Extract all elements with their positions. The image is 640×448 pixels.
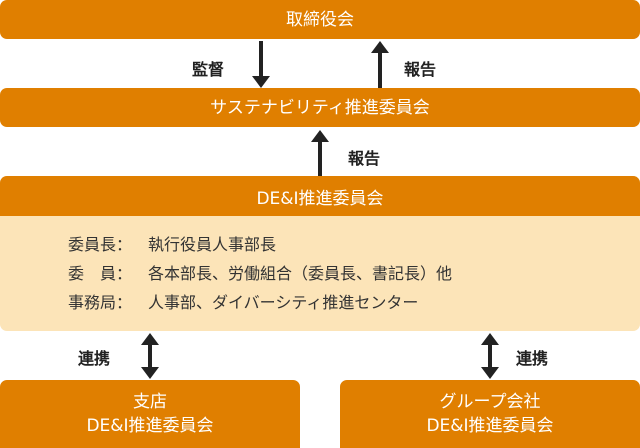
board-label: 取締役会 <box>286 9 354 30</box>
collab-arrow-left <box>141 333 159 379</box>
collab-label-right: 連携 <box>516 349 549 368</box>
group-line2: DE&I推進委員会 <box>426 416 554 436</box>
sustainability-label: サステナビリティ推進委員会 <box>210 97 430 118</box>
chair-row: 委員長： 執行役員人事部長 <box>68 230 640 259</box>
branch-committee-box: 支店 DE&I推進委員会 <box>0 380 300 448</box>
collab-arrow-right <box>481 333 499 379</box>
report-arrow-up <box>371 41 389 88</box>
branch-line1: 支店 <box>133 392 167 412</box>
report-label-2: 報告 <box>348 149 381 168</box>
dei-committee-box: DE&I推進委員会 委員長： 執行役員人事部長 委 員： 各本部長、労働組合（委員長… <box>0 176 640 331</box>
members-row: 委 員： 各本部長、労働組合（委員長、書記長）他 <box>68 259 640 288</box>
collab-label-left: 連携 <box>78 349 111 368</box>
group-line1: グループ会社 <box>439 392 541 412</box>
dei-committee-title: DE&I推進委員会 <box>0 176 640 216</box>
row-value: 執行役員人事部長 <box>148 235 277 254</box>
report-arrow-up-2 <box>311 130 329 176</box>
row-value: 各本部長、労働組合（委員長、書記長）他 <box>148 264 453 283</box>
row-key: 委員長： <box>68 235 133 254</box>
report-label-1: 報告 <box>404 60 437 79</box>
row-value: 人事部、ダイバーシティ推進センター <box>148 293 419 312</box>
group-company-committee-box: グループ会社 DE&I推進委員会 <box>340 380 640 448</box>
supervision-arrow-down <box>252 41 270 88</box>
sustainability-committee-box: サステナビリティ推進委員会 <box>0 88 640 127</box>
branch-line2: DE&I推進委員会 <box>86 416 214 436</box>
secretariat-row: 事務局： 人事部、ダイバーシティ推進センター <box>68 288 640 317</box>
board-box: 取締役会 <box>0 0 640 39</box>
row-key: 委 員： <box>68 264 133 283</box>
supervision-label: 監督 <box>192 60 225 79</box>
row-key: 事務局： <box>68 293 133 312</box>
